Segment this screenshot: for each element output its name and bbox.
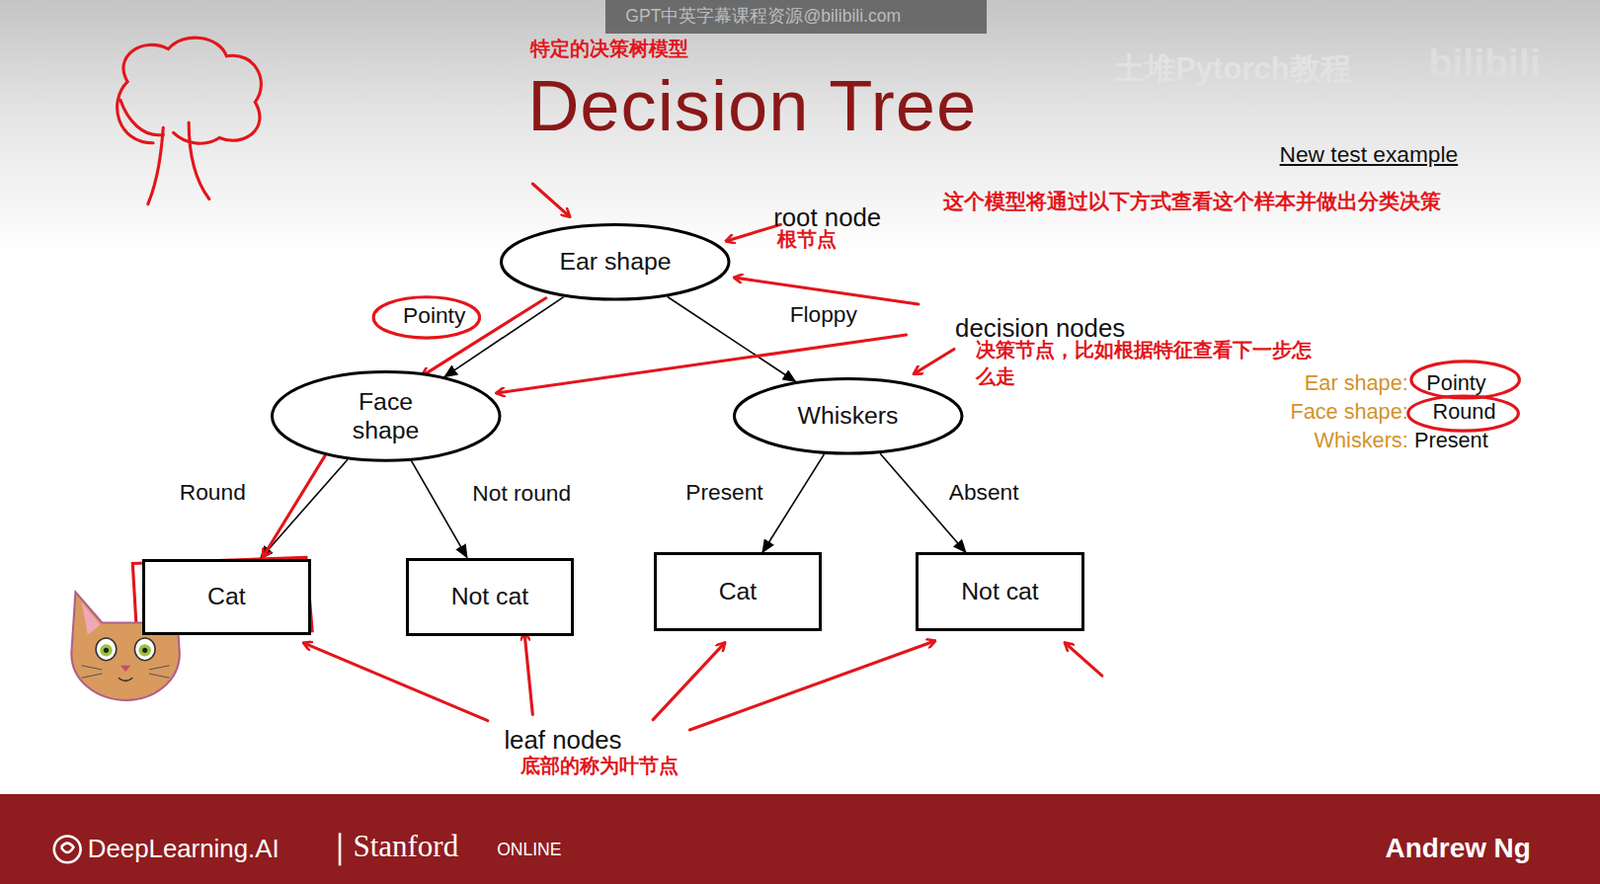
leaf-box: Cat [142,559,311,636]
tree-edge [762,454,824,554]
feature-value: Pointy [1426,371,1486,397]
tree-edge [667,297,797,383]
annotation-text: 特定的决策树模型 [530,37,689,61]
node-text: Face shape [334,388,437,445]
node-text: Whiskers [798,401,899,431]
callout-label: leaf nodes [503,725,622,756]
tree-edge [411,461,468,559]
feature-value: Round [1433,400,1497,425]
feature-value: Present [1414,428,1489,454]
edge-label: Not round [472,480,571,506]
annotation-text: 根节点 [777,228,837,251]
slide-title: Decision Tree [527,65,977,148]
watermark-text: GPT中英字幕课程资源@bilibili.com [625,5,901,26]
annotation-text: 底部的称为叶节点 [520,754,679,778]
feature-name: Whiskers: [1314,428,1409,454]
annotation-text: 决策节点，比如根据特征查看下一步怎么走 [975,336,1313,391]
leaf-box: Not cat [405,558,574,638]
edge-label: Floppy [790,301,858,327]
red-annotation-arrows [132,183,1520,730]
section-heading: New test example [1280,141,1459,167]
watermark-logo: bilibili [1428,40,1540,85]
callout-label: root node [773,203,881,234]
tree-edge [260,459,348,559]
edge-label: Round [179,479,246,505]
feature-name: Face shape: [1289,400,1408,425]
leaf-box: Cat [653,552,822,632]
node-text: Not cat [451,582,530,612]
edge-label: Pointy [402,302,466,328]
decision-ellipse: Ear shape [499,223,730,302]
tree-doodle [117,37,262,205]
leaf-box: Not cat [915,552,1084,632]
footer-author: Andrew Ng [1385,832,1531,865]
node-text: Cat [207,582,246,612]
watermark-text: 土堆Pytorch教程 [1114,51,1351,87]
node-text: Ear shape [559,247,671,277]
edge-label: Present [685,479,763,505]
footer-logo [54,832,340,866]
footer-logo-text: DeepLearning.AI [87,834,280,865]
decision-ellipse: Whiskers [732,377,963,456]
decision-ellipse: Face shape [270,370,501,463]
annotation-text: 这个模型将通过以下方式查看这个样本并做出分类决策 [943,189,1441,214]
edge-label: Absent [949,479,1020,505]
node-text: Cat [719,577,758,607]
feature-name: Ear shape: [1304,371,1409,397]
footer-logo-text: ONLINE [496,839,561,860]
footer-logo-text: Stanford [352,828,459,865]
node-text: Not cat [960,577,1040,607]
